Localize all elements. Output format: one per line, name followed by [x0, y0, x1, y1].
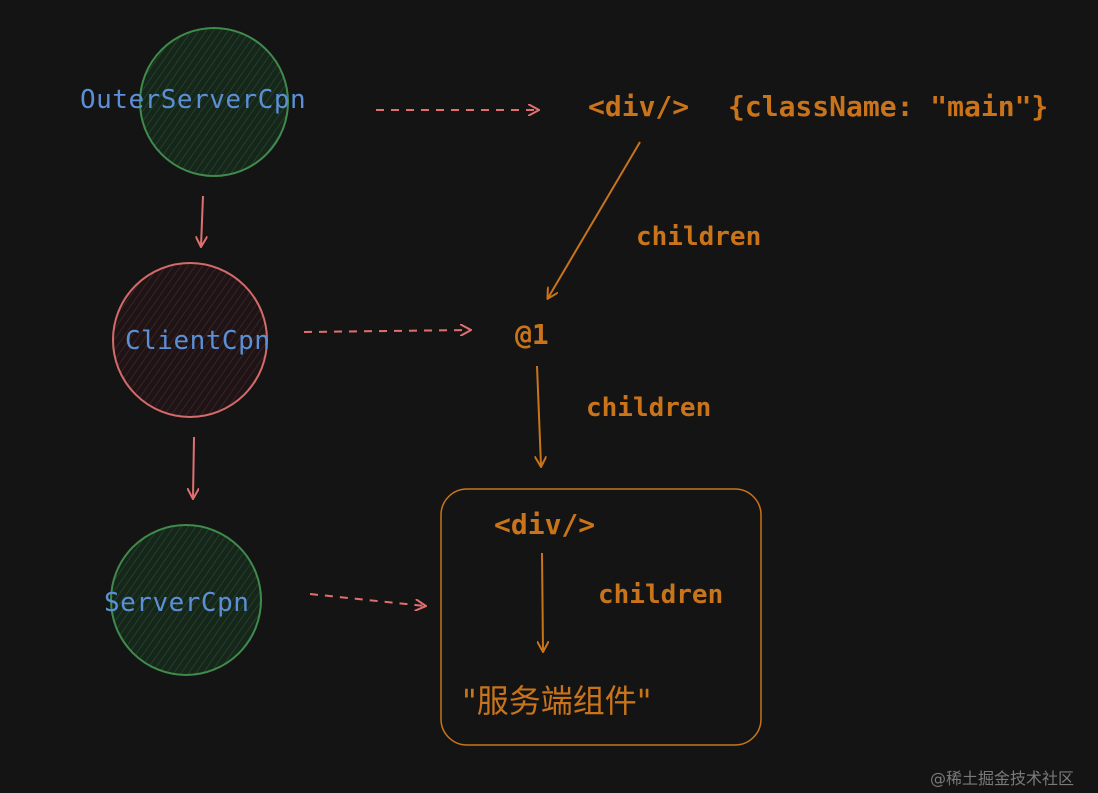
- div-inner-node: <div/>: [494, 508, 596, 541]
- watermark: @稀土掘金技术社区: [930, 769, 1075, 788]
- client-cpn-label: ClientCpn: [125, 326, 271, 356]
- server-cpn-label: ServerCpn: [104, 588, 250, 618]
- server-output-box: [440, 488, 762, 746]
- ref-to-box-arrow: [537, 365, 541, 466]
- inner-div-to-text-arrow: [542, 552, 543, 651]
- outer-to-client-arrow: [201, 195, 203, 246]
- server-mapping-arrow: [309, 593, 425, 606]
- div-to-ref-arrow: [548, 141, 641, 298]
- server-circle: [110, 524, 262, 676]
- div-main-node: <div/>: [588, 90, 690, 123]
- outer-server-cpn-label: OuterServerCpn: [80, 85, 307, 115]
- client-circle: [112, 262, 268, 418]
- ref-node: @1: [515, 318, 549, 351]
- text-node: "服务端组件": [462, 682, 652, 720]
- children-label-3: children: [598, 580, 724, 610]
- client-mapping-arrow: [303, 330, 470, 332]
- div-main-props: {className: "main"}: [728, 90, 1049, 123]
- outer-server-circle: [139, 27, 289, 177]
- children-label-2: children: [586, 393, 712, 423]
- client-to-server-arrow: [193, 436, 194, 498]
- children-label-1: children: [636, 222, 762, 252]
